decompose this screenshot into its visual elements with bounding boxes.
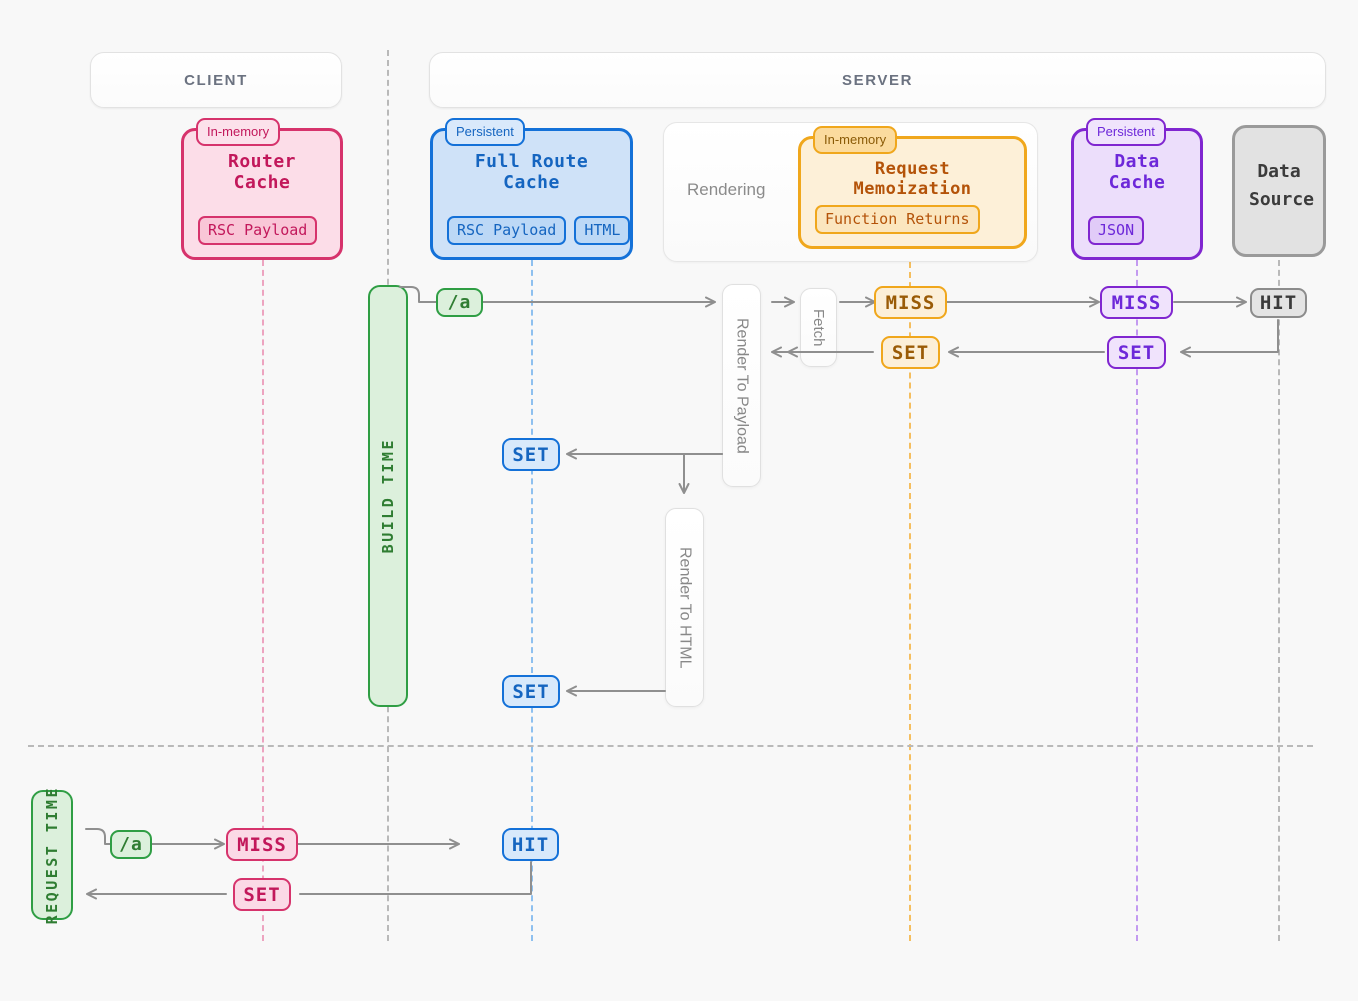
- badge-full-route-cache-hit-label: HIT: [511, 833, 550, 856]
- card-request-memoization-title: Request Memoization: [853, 159, 972, 199]
- card-router-cache-tag: In-memory: [196, 118, 281, 146]
- card-data-cache: Persistent Data Cache JSON: [1071, 118, 1203, 260]
- phase-build-time-label: BUILD TIME: [379, 438, 397, 554]
- badge-data-cache-miss-label: MISS: [1111, 291, 1162, 314]
- card-data-source-line1: Data: [1257, 161, 1301, 182]
- card-request-memoization: In-memory Request Memoization Function R…: [798, 126, 1027, 249]
- lifeline-request-memoization: [909, 262, 911, 941]
- phase-build-time: BUILD TIME: [368, 285, 408, 707]
- process-render-to-payload: Render To Payload: [722, 284, 761, 487]
- badge-build-route-label: /a: [447, 292, 472, 313]
- zone-header-client-label: CLIENT: [184, 71, 248, 89]
- card-data-cache-title: Data Cache: [1108, 151, 1166, 193]
- badge-data-cache-set: SET: [1107, 336, 1166, 369]
- badge-data-source-hit: HIT: [1250, 288, 1307, 318]
- lifeline-router-cache: [262, 260, 264, 941]
- badge-request-route: /a: [110, 830, 152, 859]
- process-fetch: Fetch: [800, 288, 837, 367]
- badge-full-route-cache-hit: HIT: [502, 828, 559, 861]
- card-router-cache-title: Router Cache: [227, 151, 297, 193]
- process-render-to-html-label: Render To HTML: [676, 546, 694, 669]
- card-full-route-cache-title: Full Route Cache: [474, 151, 589, 193]
- badge-router-cache-miss-label: MISS: [237, 833, 287, 856]
- lifeline-full-route-cache: [531, 260, 533, 941]
- card-data-cache-tag: Persistent: [1086, 118, 1166, 146]
- badge-router-cache-set-label: SET: [243, 883, 281, 906]
- badge-router-cache-set: SET: [233, 878, 291, 911]
- process-render-to-html: Render To HTML: [665, 508, 704, 707]
- card-router-cache: In-memory Router Cache RSC Payload: [181, 118, 343, 260]
- badge-memoization-miss: MISS: [874, 286, 947, 319]
- phase-request-time: REQUEST TIME: [31, 786, 73, 924]
- chip-function-returns: Function Returns: [815, 205, 980, 234]
- lifeline-data-cache: [1136, 260, 1138, 941]
- card-data-source-line2: Source: [1249, 188, 1315, 210]
- card-request-memoization-tag: In-memory: [813, 126, 898, 154]
- phase-divider: [28, 745, 1313, 747]
- badge-build-route: /a: [436, 288, 483, 317]
- badge-data-cache-miss: MISS: [1100, 286, 1173, 319]
- chip-rsc-payload: RSC Payload: [198, 216, 318, 245]
- badge-data-source-hit-label: HIT: [1259, 292, 1298, 314]
- badge-memoization-miss-label: MISS: [885, 291, 936, 314]
- card-data-source: Data Source: [1232, 125, 1326, 257]
- card-full-route-cache: Persistent Full Route Cache RSC Payload …: [430, 118, 633, 260]
- badge-full-route-cache-set-payload: SET: [502, 438, 560, 471]
- badge-full-route-cache-set-payload-label: SET: [512, 443, 550, 466]
- badge-full-route-cache-set-html: SET: [502, 675, 560, 708]
- badge-data-cache-set-label: SET: [1117, 341, 1156, 364]
- card-full-route-cache-tag: Persistent: [445, 118, 525, 146]
- chip-json: JSON: [1088, 216, 1145, 245]
- zone-header-server-label: SERVER: [841, 71, 913, 89]
- zone-header-server: SERVER: [429, 52, 1326, 108]
- phase-request-time-label: REQUEST TIME: [43, 785, 61, 925]
- badge-request-route-label: /a: [119, 834, 143, 855]
- chip-html: HTML: [574, 216, 631, 245]
- zone-header-client: CLIENT: [90, 52, 342, 108]
- badge-memoization-set: SET: [881, 336, 940, 369]
- chip-rsc-payload: RSC Payload: [447, 216, 567, 245]
- process-fetch-label: Fetch: [810, 308, 827, 347]
- badge-full-route-cache-set-html-label: SET: [512, 680, 550, 703]
- rendering-label: Rendering: [687, 180, 766, 199]
- lifeline-data-source: [1278, 260, 1280, 941]
- badge-memoization-set-label: SET: [891, 341, 930, 364]
- badge-router-cache-miss: MISS: [226, 828, 298, 861]
- process-render-to-payload-label: Render To Payload: [733, 317, 751, 454]
